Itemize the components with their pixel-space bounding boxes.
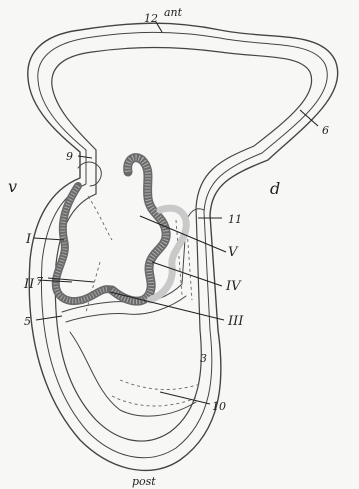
label-3: 3 — [200, 352, 207, 365]
label-roman-II: II — [23, 277, 35, 292]
label-roman-IV: IV — [225, 279, 242, 294]
label-roman-III: III — [227, 314, 244, 329]
leader-lines — [34, 22, 318, 404]
left-folded-wall — [56, 186, 112, 301]
outer-body-wall — [28, 23, 338, 470]
label-roman-I: I — [25, 232, 32, 247]
label-posterior: post — [132, 475, 156, 488]
label-7: 7 — [36, 275, 43, 288]
label-6: 6 — [322, 124, 329, 137]
label-dorsal: d — [270, 179, 280, 198]
label-11: 11 — [228, 213, 242, 226]
label-roman-V: V — [228, 245, 239, 260]
right-folded-wall — [112, 158, 186, 301]
label-ventral: v — [8, 177, 17, 196]
labels: ant post v d 12 6 9 11 7 5 3 10 I II III… — [8, 6, 329, 488]
label-anterior: ant — [164, 6, 183, 19]
inner-loop-9 — [78, 162, 101, 186]
label-12: 12 — [144, 12, 158, 25]
label-9: 9 — [66, 150, 73, 163]
label-5: 5 — [24, 315, 31, 328]
label-10: 10 — [212, 400, 226, 413]
